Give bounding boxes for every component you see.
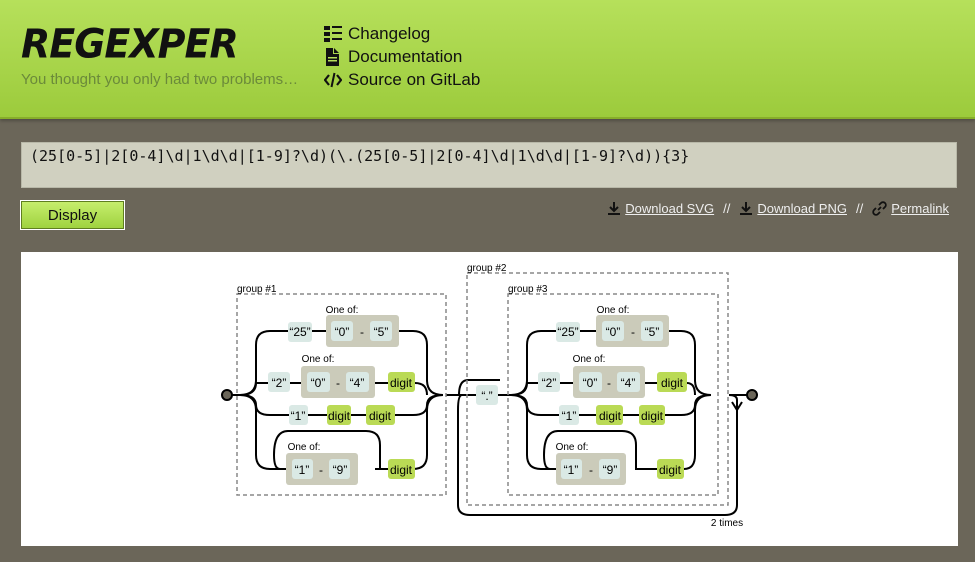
digit-class: digit [390,463,413,477]
literal: “2” [542,376,557,390]
literal: “1” [291,409,306,423]
repeat-label: 2 times [711,518,743,529]
digit-class: digit [369,409,392,423]
literal: “9” [603,463,618,477]
railroad-diagram: group #1 group #2 group #3 “25” One of: … [221,263,758,529]
download-icon [740,201,753,215]
range-dash: - [360,325,364,339]
group-label: group #2 [467,263,507,274]
one-of-label: One of: [302,354,335,365]
digit-class: digit [659,463,682,477]
digit-class: digit [390,376,413,390]
literal: “25” [289,325,310,339]
literal: “2” [272,376,287,390]
download-icon [608,201,621,215]
expression-input[interactable] [22,143,956,187]
documentation-link[interactable]: Documentation [324,45,480,68]
range-dash: - [631,325,635,339]
literal: “4” [350,376,365,390]
permalink-label: Permalink [891,201,949,216]
one-of-label: One of: [597,305,630,316]
literal: “0” [583,376,598,390]
documentation-label: Documentation [348,46,463,66]
literal: “0” [335,325,350,339]
digit-class: digit [328,409,351,423]
literal: “1” [562,409,577,423]
header: REGEXPER You thought you only had two pr… [0,0,975,119]
download-svg-label: Download SVG [625,201,715,216]
source-label: Source on GitLab [348,69,481,89]
tagline: You thought you only had two problems… [21,71,299,88]
digit-class: digit [661,376,684,390]
logo[interactable]: REGEXPER [21,20,239,68]
range-dash: - [589,463,593,477]
one-of-label: One of: [288,442,321,453]
digit-class: digit [641,409,664,423]
one-of-label: One of: [556,442,589,453]
download-actions: Download SVG // Download PNG // Permalin… [607,201,949,216]
range-dash: - [607,376,611,390]
changelog-link[interactable]: Changelog [324,22,480,45]
permalink-link[interactable]: Permalink [872,201,949,216]
changelog-label: Changelog [348,23,431,43]
display-button[interactable]: Display [21,201,124,229]
group-label: group #1 [237,284,277,295]
list-icon [324,25,342,42]
literal: “1” [295,463,310,477]
download-png-label: Download PNG [757,201,847,216]
separator: // [723,201,731,216]
expression-box [21,142,957,188]
literal: “5” [645,325,660,339]
literal: “0” [606,325,621,339]
literal: “1” [564,463,579,477]
group-label: group #3 [508,284,548,295]
separator: // [855,201,864,216]
nav-links: Changelog Documentation Source on GitLab [324,22,480,91]
document-icon [326,47,339,66]
literal: “0” [311,376,326,390]
literal: “25” [557,325,578,339]
digit-class: digit [599,409,622,423]
literal: “.” [481,389,492,403]
source-link[interactable]: Source on GitLab [324,68,480,91]
literal: “5” [374,325,389,339]
diagram-canvas: group #1 group #2 group #3 “25” One of: … [21,252,958,546]
literal: “4” [621,376,636,390]
download-png-link[interactable]: Download PNG [739,201,847,216]
range-dash: - [336,376,340,390]
range-dash: - [319,463,323,477]
link-icon [872,201,887,216]
one-of-label: One of: [326,305,359,316]
literal: “9” [333,463,348,477]
code-icon [324,72,342,87]
download-svg-link[interactable]: Download SVG [607,201,714,216]
one-of-label: One of: [573,354,606,365]
